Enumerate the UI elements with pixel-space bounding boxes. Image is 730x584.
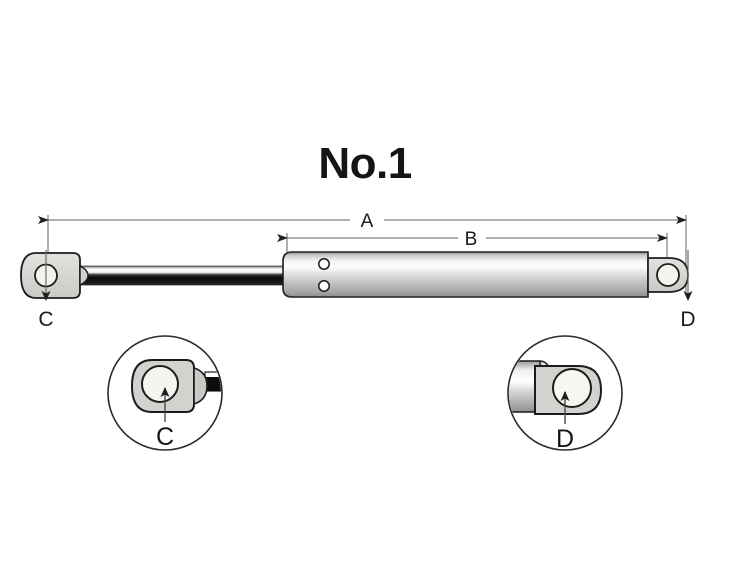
detail-view-d: D [488, 335, 623, 453]
detail-view-c: C [107, 335, 223, 451]
detail-d-eyelet-hole [552, 368, 592, 408]
callout-c: C [38, 250, 54, 331]
callout-c-label: C [38, 308, 53, 331]
cylinder-tube [282, 251, 649, 298]
dimension-a: A [38, 211, 687, 292]
gas-spring-assembly [20, 251, 689, 299]
rod-eyelet-neck [79, 264, 89, 287]
cylinder-valve-hole-upper [318, 258, 330, 270]
dimension-b-label: B [465, 229, 478, 250]
detail-d-cap-nose [488, 361, 500, 412]
page-title: No.1 [318, 139, 411, 188]
cylinder-eyelet-hole [656, 263, 680, 287]
callout-d-label: D [680, 308, 695, 331]
detail-d-label: D [556, 425, 574, 453]
detail-c-rod [205, 377, 221, 391]
piston-rod [62, 266, 290, 285]
detail-c-eyelet-neck [193, 366, 208, 406]
cylinder-valve-hole-lower [318, 280, 330, 292]
dimension-a-label: A [361, 211, 374, 232]
detail-c-eyelet-hole [141, 365, 179, 403]
detail-c-label: C [156, 423, 174, 451]
callout-d: D [680, 250, 696, 331]
